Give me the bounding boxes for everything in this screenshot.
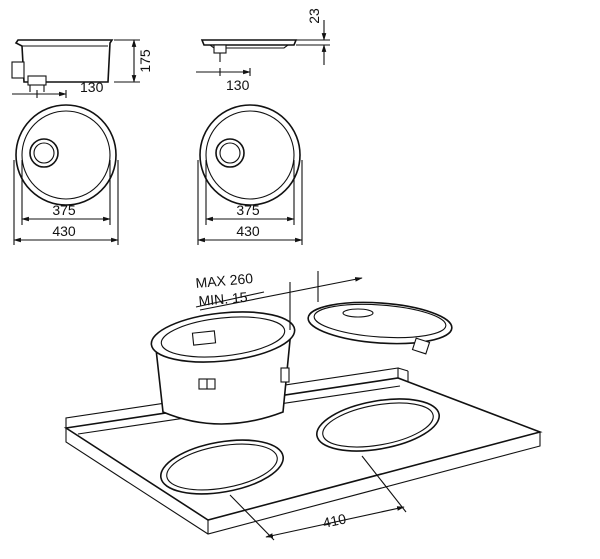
bowl-offset-label: 130 xyxy=(80,79,104,95)
cutout-spacing-dimension xyxy=(229,455,407,541)
bowl-height-label: 175 xyxy=(137,49,153,73)
lid-inner-diameter-label: 375 xyxy=(236,202,260,218)
cutout-spacing-label: 410 xyxy=(321,510,347,531)
lid-side-view xyxy=(196,20,330,76)
bowl-inner-diameter-label: 375 xyxy=(52,202,76,218)
cutout-rear xyxy=(315,398,441,452)
bowl-plan-view xyxy=(13,104,119,245)
min-dimension-label: MIN. 15 xyxy=(198,289,248,309)
lid-outer-diameter-label: 430 xyxy=(236,223,260,239)
lid-offset-label: 130 xyxy=(226,77,250,93)
lid-disc xyxy=(307,301,453,355)
max-dimension-label: MAX 260 xyxy=(195,270,254,291)
lid-height-label: 23 xyxy=(306,8,322,24)
lid-plan-view xyxy=(197,104,303,245)
bowl-outer-diameter-label: 430 xyxy=(52,223,76,239)
sink-bowl xyxy=(150,311,296,425)
countertop xyxy=(63,367,543,535)
bowl-side-view xyxy=(11,39,140,98)
max-min-dimension xyxy=(195,271,363,330)
cutout-front xyxy=(159,439,285,495)
